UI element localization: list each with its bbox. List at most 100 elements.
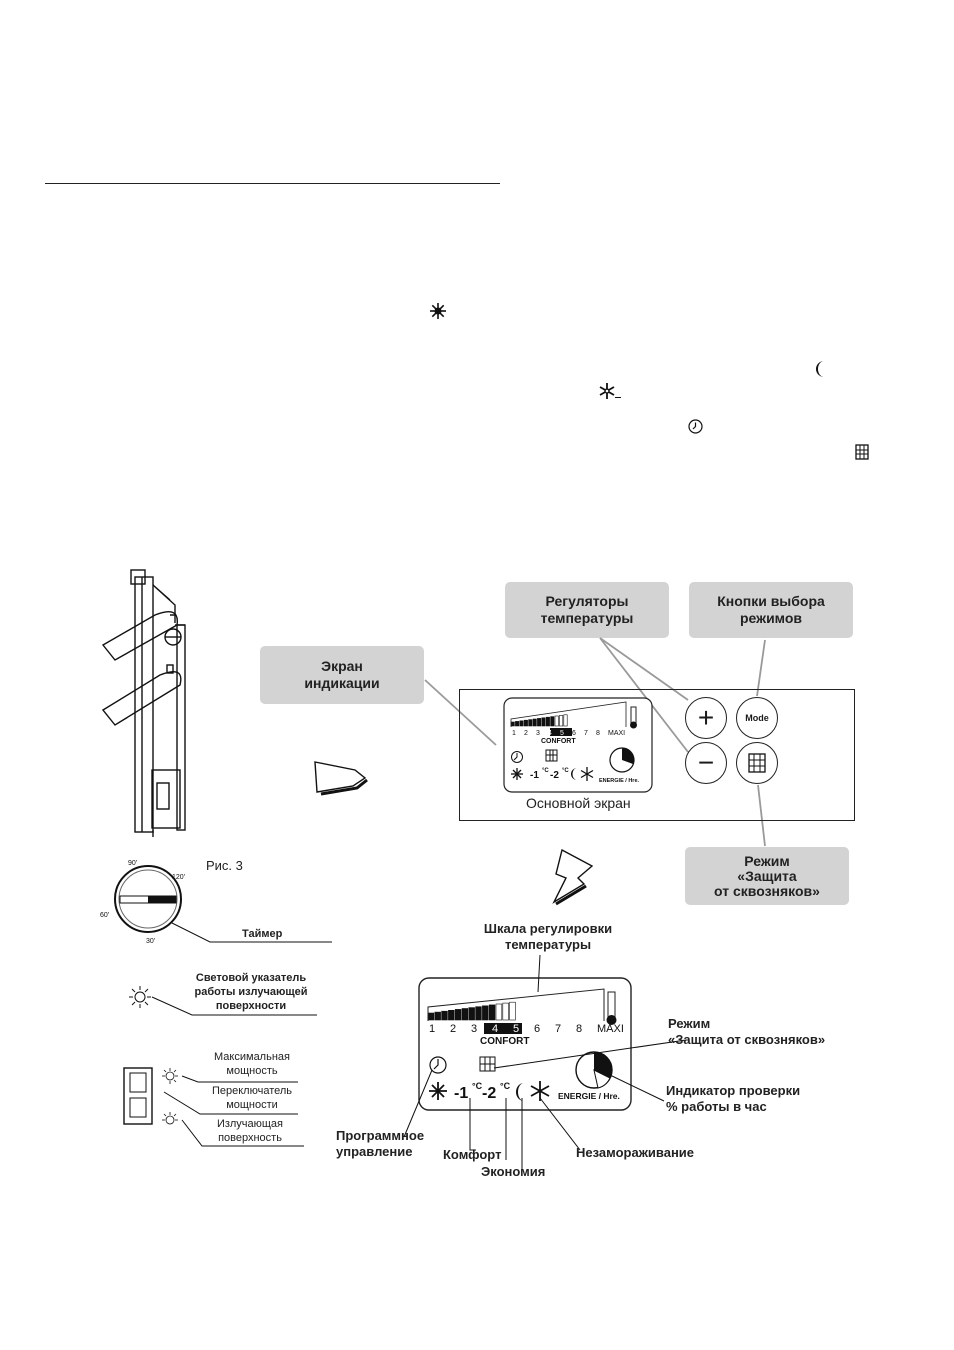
callout-screen-line2: индикации — [304, 675, 380, 691]
scale-number: 7 — [584, 730, 588, 737]
power-switch-line1: Переключатель — [211, 1085, 293, 1097]
control-panel — [459, 689, 855, 821]
minus-button[interactable]: − — [685, 742, 727, 784]
callout-draft-line2: «Защита — [737, 867, 797, 884]
timer-leader — [171, 922, 332, 943]
scale-number: 3 — [471, 1023, 477, 1035]
mini-minus2: -2 — [550, 770, 559, 781]
window-grid-icon — [748, 753, 766, 773]
timer-mark-30: 30' — [146, 938, 155, 945]
scale-bar — [482, 1005, 489, 1021]
scale-bar — [554, 715, 559, 727]
callout-screen-line1: Экран — [321, 658, 363, 674]
window-grid-icon — [855, 444, 869, 460]
scale-number: MAXI — [597, 1023, 624, 1035]
scale-bar — [528, 719, 533, 727]
scale-bar — [502, 1002, 509, 1021]
plus-symbol: + — [697, 702, 715, 733]
down-arrow-icon — [552, 848, 594, 906]
big-minus1: -1 — [454, 1085, 468, 1102]
economy-annotation: Экономия — [481, 1164, 546, 1179]
panel-caption: Основной экран — [526, 795, 631, 811]
scale-number: 1 — [512, 730, 516, 737]
scale-bar — [550, 716, 555, 727]
sun-icon — [430, 303, 446, 319]
scale-bar — [563, 714, 568, 727]
draft-mode-button[interactable] — [736, 742, 778, 784]
plus-button[interactable]: + — [685, 697, 727, 739]
indicator-annotation: Индикатор проверки % работы в час — [666, 1083, 800, 1115]
power-switch — [123, 1067, 178, 1125]
scale-line2: температуры — [504, 937, 592, 952]
scale-annotation: Шкала регулировки температуры — [470, 921, 626, 953]
radiant-surface-label: Излучающая поверхность — [194, 1117, 306, 1145]
comfort-annotation: Комфорт — [443, 1147, 502, 1162]
scale-bar — [541, 717, 546, 727]
mini-degc1: °C — [542, 768, 549, 774]
indicator-ann-line1: Индикатор проверки — [666, 1083, 801, 1098]
callout-mode-buttons-line2: режимов — [739, 610, 802, 626]
right-arrow-icon — [314, 761, 368, 796]
scale-bar — [495, 1003, 503, 1021]
program-ann-line2: управление — [336, 1144, 413, 1159]
draft-annotation: Режим «Защита от сквозняков» — [668, 1016, 825, 1048]
antifreeze-annotation: Незамораживание — [576, 1145, 695, 1160]
scale-number: 2 — [450, 1023, 456, 1035]
snowflake-icon — [599, 383, 615, 399]
scale-number: 5 — [513, 1023, 519, 1035]
switch-leaders — [163, 1075, 304, 1147]
big-degc2: °C — [500, 1081, 511, 1091]
timer-dial: 90' 120' 60' 30' — [100, 860, 185, 945]
timer-mark-120: 120' — [172, 874, 185, 881]
callout-regulators-line2: температуры — [540, 610, 634, 626]
callout-regulators: Регуляторы температуры — [505, 582, 669, 638]
draft-ann-line1: Режим — [668, 1016, 711, 1031]
scale-bar — [461, 1008, 469, 1021]
scale-bar — [519, 720, 524, 727]
scale-bar — [537, 718, 542, 727]
light-indicator-line2: работы излучающей — [194, 986, 308, 998]
moon-icon — [816, 361, 824, 377]
scale-bar — [454, 1009, 462, 1021]
draft-ann-line2: «Защита от сквозняков» — [668, 1032, 826, 1047]
figure-label: Рис. 3 — [206, 858, 243, 873]
clock-icon — [688, 419, 703, 434]
minus-symbol: − — [697, 747, 715, 778]
scale-bar — [475, 1006, 482, 1021]
power-switch-line2: мощности — [226, 1099, 278, 1111]
mini-degc2: °C — [562, 768, 569, 774]
max-power-label: Максимальная мощность — [196, 1050, 308, 1078]
big-energie: ENERGIE / Hre. — [558, 1091, 620, 1101]
scale-number: 1 — [429, 1023, 435, 1035]
scale-bar — [434, 1011, 441, 1021]
scale-number: 5 — [560, 730, 564, 737]
scale-bar — [441, 1010, 448, 1021]
timer-label: Таймер — [242, 928, 283, 940]
heater-side-drawing — [101, 569, 186, 837]
radiant-surface-line2: поверхность — [218, 1132, 282, 1144]
callout-mode-buttons-line1: Кнопки выбора — [717, 593, 825, 609]
scale-number: 4 — [548, 730, 552, 737]
scale-line1: Шкала регулировки — [483, 921, 613, 936]
callout-draft-line1: Режим — [744, 852, 790, 869]
mini-minus1: -1 — [530, 770, 539, 781]
scale-bar — [488, 1004, 496, 1021]
max-power-line1: Максимальная — [214, 1051, 290, 1063]
mode-button[interactable]: Mode — [736, 697, 778, 739]
callout-regulators-line1: Регуляторы — [545, 593, 629, 609]
light-indicator-leader — [151, 996, 317, 1016]
scale-bar — [468, 1007, 475, 1021]
mini-confort: CONFORT — [541, 738, 576, 745]
light-indicator-icon — [129, 986, 151, 1008]
big-minus2: -2 — [482, 1085, 496, 1102]
light-indicator-line3: поверхности — [215, 1000, 287, 1012]
section-rule — [45, 183, 500, 184]
scale-bar — [448, 1009, 455, 1021]
power-switch-label: Переключатель мощности — [196, 1084, 308, 1112]
mode-button-label: Mode — [745, 713, 769, 723]
big-confort: CONFORT — [480, 1036, 529, 1047]
scale-bar — [509, 1001, 516, 1021]
